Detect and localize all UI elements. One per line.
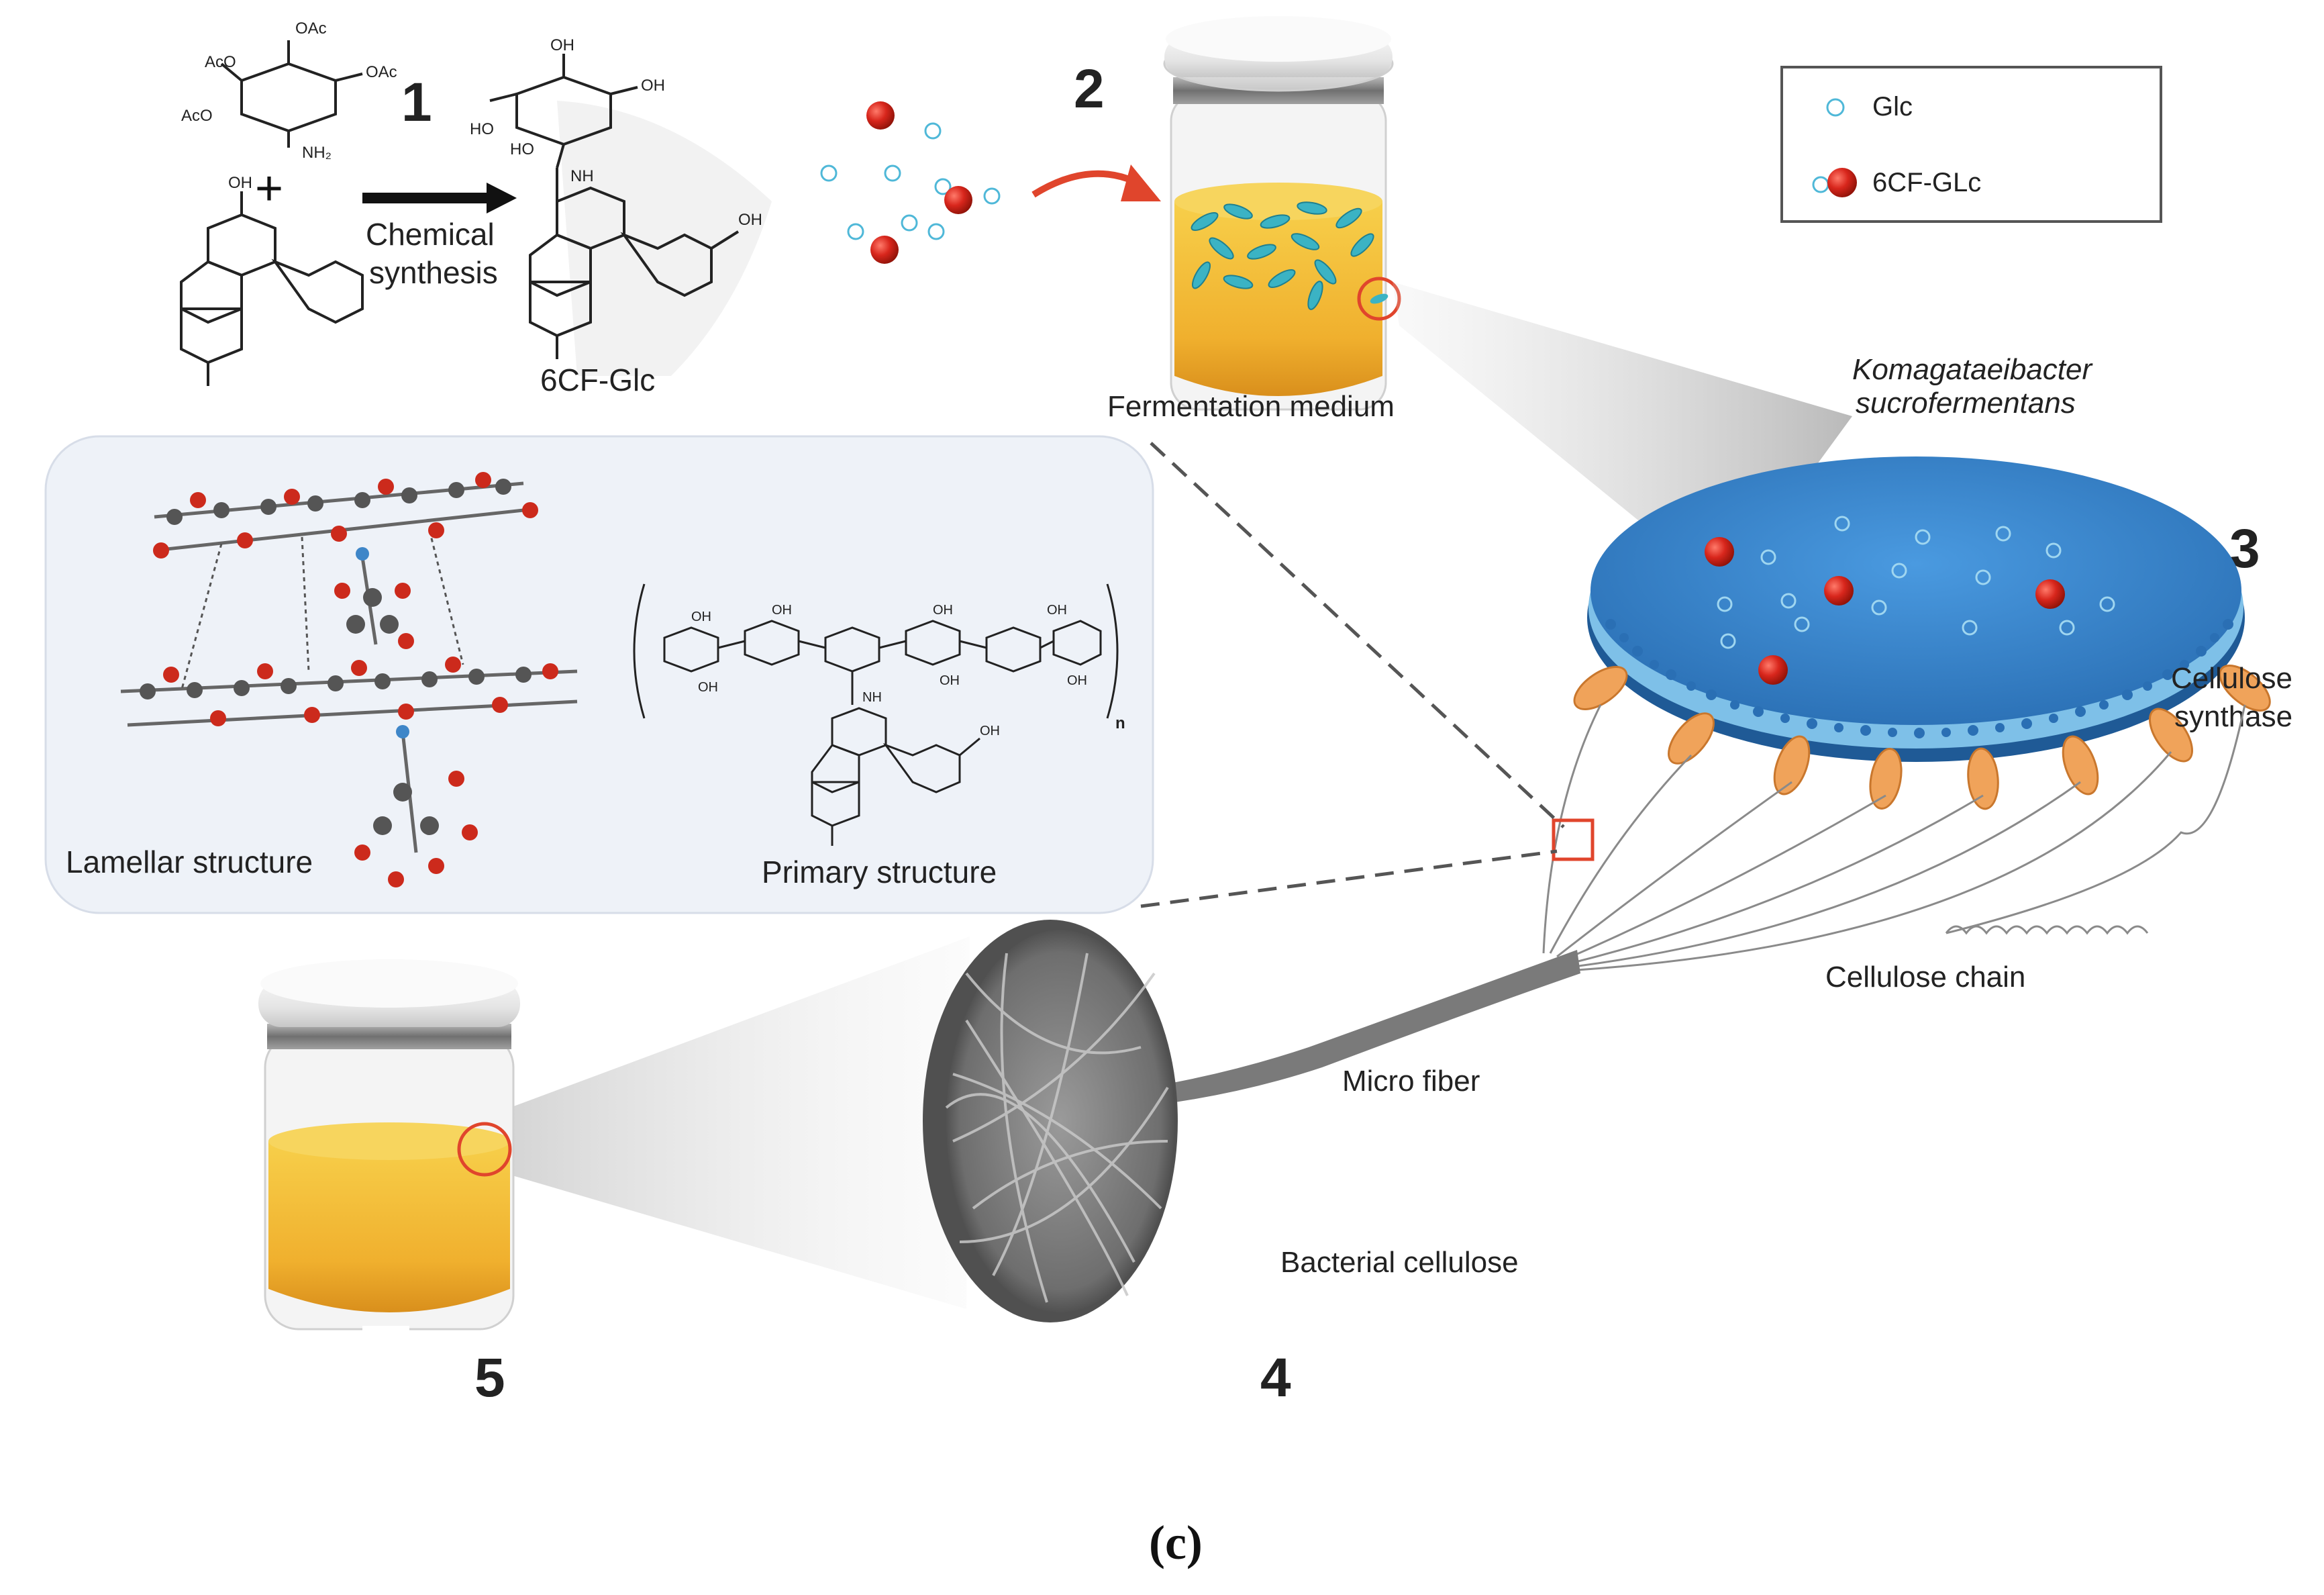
glucosamine-structure (220, 40, 363, 148)
final-jar-highlight-circle (457, 1122, 512, 1177)
zoom-square (1552, 818, 1595, 861)
chem-ho-product-left: HO (470, 120, 494, 138)
final-jar (258, 959, 520, 1353)
feed-arrow (1031, 164, 1161, 201)
chem-oh-prim-3: OH (933, 603, 953, 618)
chem-oh-prim-1: OH (691, 610, 711, 624)
cellulose-synthase-label-line2: synthase (2174, 700, 2292, 733)
synthesis-label-line1: Chemical (366, 217, 495, 252)
legend-glc-marker (1826, 98, 1845, 117)
chem-oac-right: OAc (366, 63, 397, 81)
primary-structure-drawing (633, 583, 1119, 846)
step-number-1: 1 (401, 72, 432, 133)
legend-cf-glc-marker (1827, 168, 1857, 197)
chem-ho-product: HO (510, 140, 534, 158)
chem-oh-product-xanthene: OH (738, 211, 762, 229)
product-structure (489, 54, 740, 359)
lamellar-structure-label: Lamellar structure (66, 844, 313, 879)
cellulose-chain-coil (1945, 925, 2149, 935)
lamellar-model (120, 472, 578, 887)
synthesis-arrow (362, 183, 517, 213)
fermentation-jar (1163, 16, 1401, 411)
chem-oh-prim-6: OH (940, 673, 960, 688)
legend: Glc 6CF-GLc (1780, 66, 2162, 223)
legend-glc-label: Glc (1872, 92, 1913, 122)
cellulose-chains (1542, 704, 2246, 971)
fermentation-medium-label: Fermentation medium (1107, 390, 1395, 423)
primary-structure-subscript: n (1115, 714, 1125, 732)
chem-aco-bottom: AcO (205, 53, 236, 71)
chem-oac-top: OAc (295, 19, 327, 38)
plus-sign: + (255, 162, 283, 215)
zoom-beam-jar5 (510, 936, 970, 1309)
step-number-5: 5 (474, 1347, 505, 1408)
figure-caption: (c) (1149, 1516, 1203, 1569)
bacterium-name-line2: sucrofermentans (1856, 387, 2076, 420)
bacterium-cell (1573, 456, 2271, 810)
synthesis-section: OAc OAc AcO AcO NH₂ + OH 1 Chemical synt… (180, 19, 772, 397)
structure-panel: Lamellar structure OH OH (44, 435, 1565, 914)
cellulose-synthase-units (1573, 665, 2271, 810)
product-backdrop (557, 101, 772, 376)
bacterial-cellulose-label: Bacterial cellulose (1280, 1246, 1519, 1279)
chem-oh-product-top: OH (550, 36, 574, 54)
chem-oh-fluorescein: OH (228, 174, 252, 192)
cellulose-synthase-label-line1: Cellulose (2171, 662, 2292, 695)
cellulose-chain-label: Cellulose chain (1825, 961, 2025, 994)
step-number-4: 4 (1260, 1347, 1291, 1408)
step-number-2: 2 (1074, 58, 1105, 119)
chem-oh-prim-2: OH (772, 603, 792, 618)
chem-aco-left: AcO (181, 107, 213, 125)
chem-nh-product: NH (570, 167, 594, 185)
membrane-lipids (1605, 619, 2233, 738)
fluorescein-structure (180, 191, 364, 386)
chem-nh2: NH₂ (302, 144, 332, 162)
chem-oh-product-right: OH (641, 77, 665, 95)
primary-structure-label: Primary structure (762, 855, 997, 889)
primary-structure-labels: OH OH OH OH OH OH OH NH OH n (691, 603, 1125, 738)
chem-oh-prim-5: OH (698, 680, 718, 695)
cell-glc-molecules (1717, 516, 2115, 649)
chem-nh-prim: NH (862, 690, 882, 705)
bacterial-cellulose-sem (923, 920, 1178, 1322)
bacteria-cells (1191, 201, 1374, 310)
chem-oh-prim-4: OH (1047, 603, 1067, 618)
bacterium-name-line1: Komagataeibacter (1852, 353, 2093, 386)
free-molecules (820, 101, 1001, 264)
micro-fiber-label: Micro fiber (1342, 1065, 1480, 1098)
synthesis-label-line2: synthesis (369, 255, 498, 290)
product-label: 6CF-Glc (540, 362, 655, 397)
legend-cf-glc-label: 6CF-GLc (1872, 168, 1981, 197)
chem-oh-prim-7: OH (1067, 673, 1087, 688)
chem-oh-prim-xanthene: OH (980, 724, 1000, 738)
